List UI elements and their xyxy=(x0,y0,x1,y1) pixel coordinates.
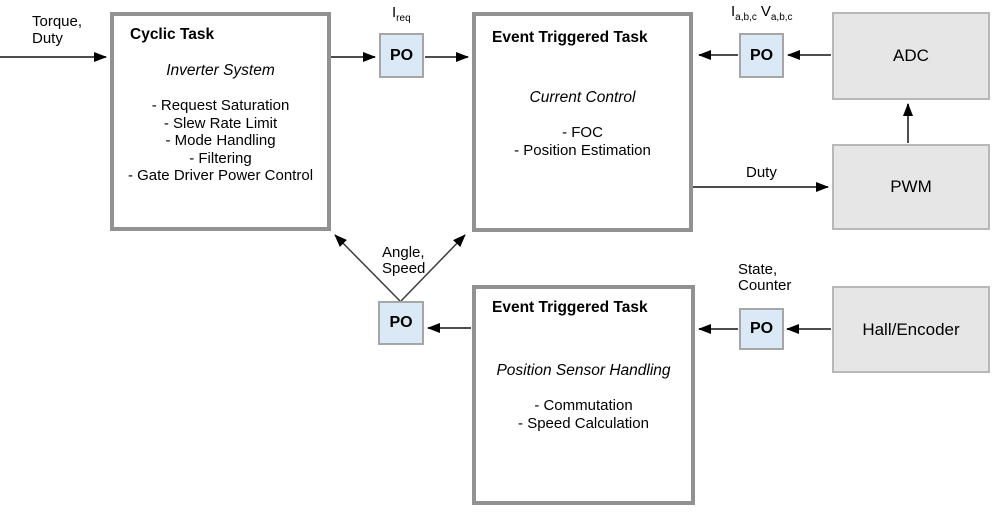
port-box-state-counter: PO xyxy=(739,308,784,350)
cyclic-task-subtitle: Inverter System xyxy=(166,62,275,79)
torque-duty-line2: Duty xyxy=(32,30,63,47)
port-box-angle-speed: PO xyxy=(378,301,424,345)
iabc-sub: a,b,c xyxy=(735,12,757,23)
event-task-current-items: - FOC - Position Estimation xyxy=(476,124,689,159)
list-item: - Position Estimation xyxy=(514,141,651,159)
vabc-sub: a,b,c xyxy=(770,12,793,23)
angle-speed-line1: Angle, xyxy=(382,244,425,261)
event-task-current-title: Event Triggered Task xyxy=(492,29,648,46)
adc-block: ADC xyxy=(832,12,990,100)
list-item: - FOC xyxy=(562,124,603,141)
ireq-sub: req xyxy=(396,13,411,24)
event-task-position-subtitle: Position Sensor Handling xyxy=(496,362,671,379)
event-task-current-subtitle: Current Control xyxy=(529,89,636,106)
port-box-ireq: PO xyxy=(379,33,424,78)
event-task-position-items: - Commutation - Speed Calculation xyxy=(476,397,691,432)
cyclic-task-items: - Request Saturation - Slew Rate Limit -… xyxy=(114,97,327,185)
hall-encoder-block: Hall/Encoder xyxy=(832,286,990,373)
ireq-base: I xyxy=(392,4,397,21)
list-item: - Filtering xyxy=(189,149,252,167)
pwm-label: PWM xyxy=(890,177,932,196)
event-task-position-block: Event Triggered Task Position Sensor Han… xyxy=(472,285,695,505)
adc-label: ADC xyxy=(893,46,929,65)
port-label: PO xyxy=(389,46,414,64)
list-item: - Commutation xyxy=(534,397,633,414)
list-item: - Slew Rate Limit xyxy=(163,114,278,132)
vabc-base: V xyxy=(760,3,771,20)
duty-label: Duty xyxy=(746,164,777,181)
pwm-block: PWM xyxy=(832,144,990,230)
port-label: PO xyxy=(749,320,774,337)
arrow-po3-to-cyclic xyxy=(334,234,401,302)
hall-encoder-label: Hall/Encoder xyxy=(862,319,960,339)
iabc-base: I xyxy=(731,3,736,20)
state-counter-line1: State, xyxy=(738,261,778,278)
port-label: PO xyxy=(389,314,413,331)
angle-speed-line2: Speed xyxy=(382,259,426,277)
list-item: - Gate Driver Power Control xyxy=(127,167,314,184)
list-item: - Mode Handling xyxy=(165,132,276,149)
event-task-position-title: Event Triggered Task xyxy=(492,299,648,316)
torque-duty-line1: Torque, xyxy=(32,13,83,30)
port-box-iabc-vabc: PO xyxy=(739,33,784,78)
state-counter-line2: Counter xyxy=(738,276,792,294)
list-item: - Speed Calculation xyxy=(518,414,649,432)
cyclic-task-title: Cyclic Task xyxy=(130,26,215,43)
event-task-current-block: Event Triggered Task Current Control - F… xyxy=(472,12,693,232)
ireq-label: Ireq xyxy=(392,4,415,24)
list-item: - Request Saturation xyxy=(151,97,290,114)
angle-speed-label: Angle, Speed xyxy=(382,245,425,276)
torque-duty-label: Torque, Duty xyxy=(32,13,82,47)
cyclic-task-block: Cyclic Task Inverter System - Request Sa… xyxy=(110,12,331,231)
port-label: PO xyxy=(749,46,774,64)
arrow-po3-to-current-task xyxy=(400,234,466,302)
state-counter-label: State, Counter xyxy=(738,262,791,293)
